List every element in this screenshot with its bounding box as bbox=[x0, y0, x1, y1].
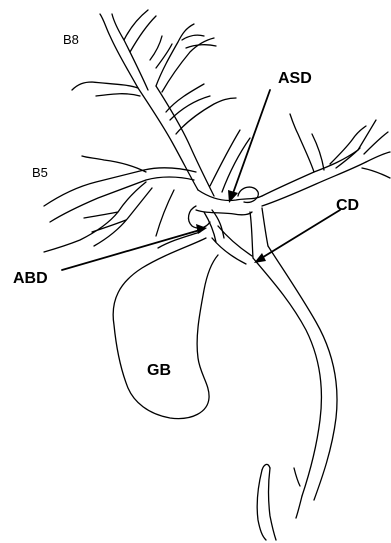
asd-loop bbox=[238, 187, 258, 202]
label-b8: B8 bbox=[63, 33, 79, 46]
label-abd: ABD bbox=[13, 271, 48, 287]
cystic-duct-lower bbox=[212, 238, 246, 264]
gallbladder-outline bbox=[113, 238, 218, 419]
b8-branch-7 bbox=[176, 98, 236, 134]
b8-branch-1 bbox=[100, 14, 138, 88]
right-trunk-left-wall bbox=[138, 88, 198, 190]
common-hepatic-duct-left-wall bbox=[250, 212, 253, 258]
right-trunk-right-wall bbox=[156, 86, 214, 196]
duodenal-contrast-left bbox=[257, 470, 266, 540]
right-branch-trunk-upper bbox=[262, 150, 358, 196]
duodenal-contrast-tail bbox=[294, 468, 302, 518]
duodenal-contrast-right bbox=[269, 468, 277, 540]
right-branch-4b bbox=[336, 148, 360, 168]
right-branch-3 bbox=[290, 114, 314, 172]
cd-arrow-line bbox=[260, 210, 340, 259]
right-branch-2 bbox=[362, 152, 390, 178]
asd-arrow-line bbox=[232, 90, 270, 196]
b8-branch-3 bbox=[72, 82, 138, 90]
label-cd: CD bbox=[336, 198, 359, 214]
b5-branch-1 bbox=[44, 168, 196, 206]
b5-branch-5 bbox=[156, 190, 174, 236]
right-branch-3b bbox=[312, 134, 324, 170]
label-asd: ASD bbox=[278, 71, 312, 87]
b5-branch-2 bbox=[82, 156, 146, 172]
common-bile-duct-right-wall bbox=[268, 246, 337, 500]
b8-branch-2 bbox=[124, 10, 156, 52]
b5-branch-1b bbox=[50, 177, 194, 222]
cystic-duct-upper bbox=[218, 226, 252, 256]
duodenal-contrast-cap bbox=[262, 464, 270, 470]
b8-branch-8 bbox=[150, 36, 172, 68]
label-gb: GB bbox=[147, 363, 171, 379]
cd-arrowhead bbox=[254, 253, 266, 263]
b5-branch-4 bbox=[84, 212, 126, 232]
label-b5: B5 bbox=[32, 166, 48, 179]
b8-branch-4b bbox=[162, 38, 214, 92]
b8-branch-6 bbox=[166, 84, 210, 120]
b8-branch-5 bbox=[182, 35, 216, 48]
common-hepatic-duct-right-wall bbox=[262, 208, 268, 246]
right-branch-1 bbox=[358, 120, 388, 154]
b8-branch-3b bbox=[96, 94, 140, 96]
asd-arrowhead bbox=[228, 190, 238, 203]
common-bile-duct-left-wall bbox=[253, 258, 321, 496]
